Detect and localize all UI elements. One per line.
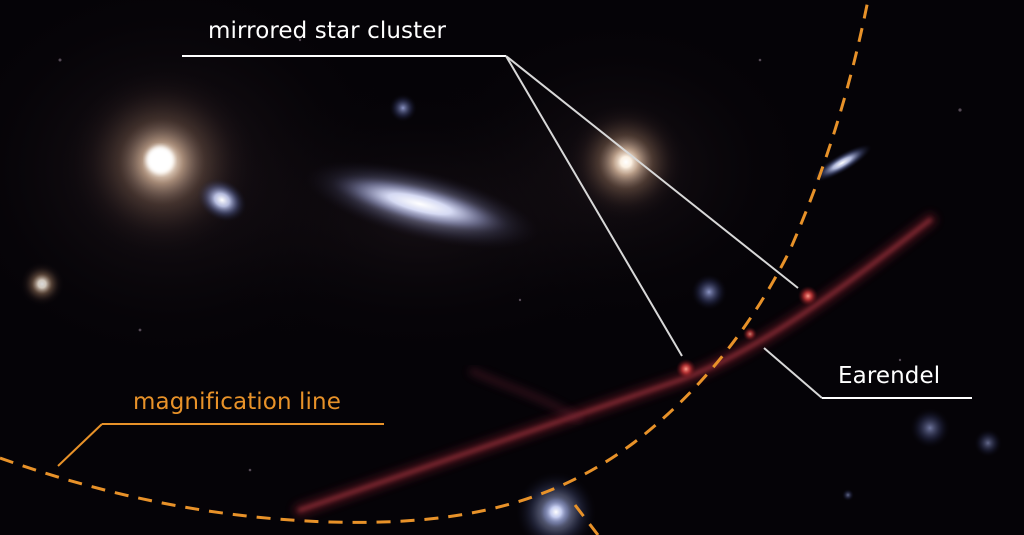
magnification-label-leader <box>57 423 103 467</box>
star-cluster-image <box>676 359 696 379</box>
cluster-leader-line <box>505 55 799 289</box>
magnification-curve-tail <box>573 504 600 535</box>
galaxy-edge-on <box>305 161 539 249</box>
star-cluster-image <box>798 286 818 306</box>
cluster-leader-line <box>505 55 683 357</box>
lensed-arc <box>293 213 937 517</box>
galaxy-bottom-bright <box>516 472 596 535</box>
background-stars <box>58 38 962 472</box>
galaxy-small-blue <box>197 178 247 222</box>
earendel-leader-line <box>763 347 823 399</box>
galaxy-yellow-right <box>566 102 686 222</box>
galaxy-blue-streak <box>812 144 872 182</box>
cluster-label: mirrored star cluster <box>208 18 447 44</box>
faint-galaxy <box>974 429 1002 457</box>
faint-galaxy <box>389 94 417 122</box>
faint-galaxy <box>691 274 727 310</box>
faint-galaxy <box>842 489 854 501</box>
magnification-curve <box>0 0 870 524</box>
earendel-star <box>743 327 757 341</box>
galaxy-bright-left <box>67 67 257 257</box>
faint-galaxy <box>910 408 950 448</box>
galaxy-small-left <box>20 262 64 306</box>
magnification-label: magnification line <box>133 389 341 415</box>
earendel-label: Earendel <box>838 363 941 389</box>
